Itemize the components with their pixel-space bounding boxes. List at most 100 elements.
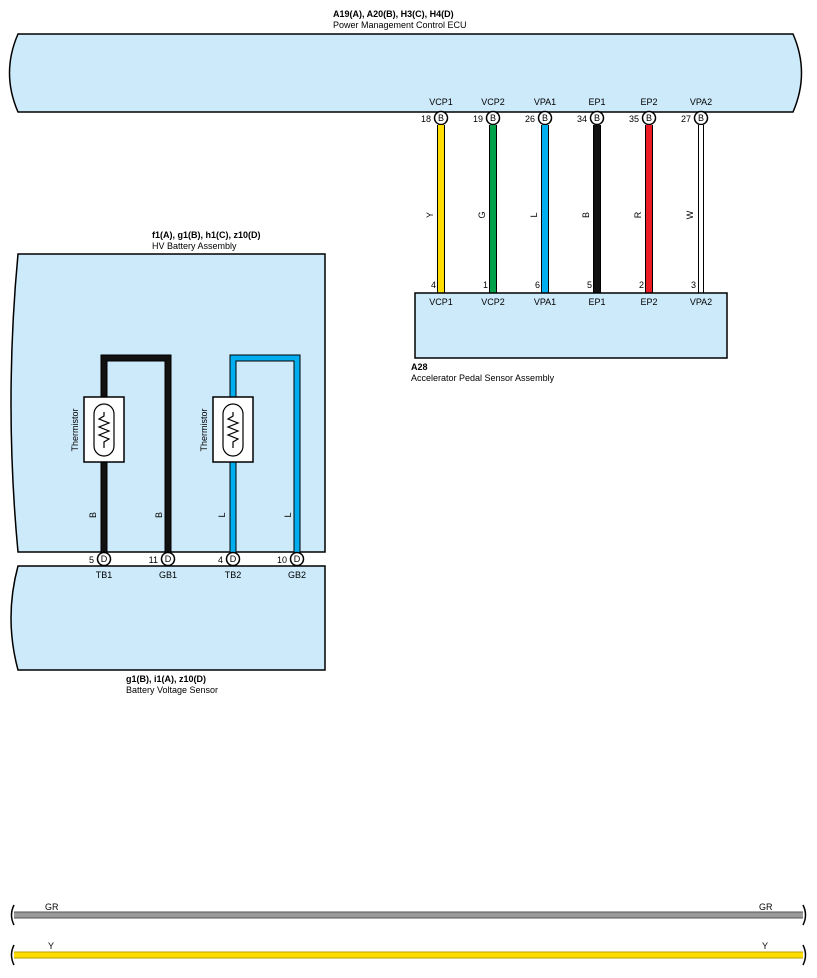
ecu-pin-circle	[641, 110, 657, 126]
wire-color-code: R	[633, 211, 643, 218]
bottom-wire-gr[interactable]: GR GR	[10, 902, 807, 926]
pedal-wires: Y G L B R W	[425, 125, 704, 293]
ecu-pin-2[interactable]: VPA1 26 B	[525, 97, 556, 126]
ecu-pin-number: 27	[681, 114, 691, 124]
pedal-sensor-name: Accelerator Pedal Sensor Assembly	[411, 373, 555, 383]
vs-pin-circle	[96, 551, 112, 567]
pedal-pin-number: 3	[691, 280, 696, 290]
pedal-pin-2[interactable]: 6 VPA1	[534, 280, 556, 307]
vs-pin-name: TB2	[225, 570, 242, 580]
wire-color-code: L	[217, 512, 227, 517]
pedal-sensor-box	[414, 292, 728, 359]
bottom-wire-y[interactable]: Y Y	[10, 941, 807, 966]
pedal-pin-3[interactable]: 5 EP1	[587, 280, 606, 307]
ecu-pin-number: 34	[577, 114, 587, 124]
wire-color-code: G	[477, 211, 487, 218]
ecu-pin-connector: B	[542, 113, 548, 123]
wire-color-code: W	[685, 210, 695, 219]
vs-pin-circle	[289, 551, 305, 567]
wire-ep1[interactable]: B	[581, 125, 601, 293]
pedal-pin-0[interactable]: 4 VCP1	[429, 280, 453, 307]
vs-pin-name: TB1	[96, 570, 113, 580]
ecu-pin-connector: B	[698, 113, 704, 123]
wire-break-right-icon	[802, 904, 807, 926]
pedal-pin-number: 1	[483, 280, 488, 290]
vs-pin-connector: D	[294, 554, 301, 564]
wire-color-code-left: Y	[48, 941, 54, 951]
pedal-pin-name: EP1	[588, 297, 605, 307]
pedal-pin-name: VCP1	[429, 297, 453, 307]
ecu-pin-0[interactable]: VCP1 18 B	[421, 97, 453, 126]
ecu-box	[8, 33, 803, 113]
ecu-pin-name: VPA2	[690, 97, 712, 107]
voltage-sensor-pin-3[interactable]: 10 D GB2	[277, 551, 306, 581]
ecu-pin-connector: B	[490, 113, 496, 123]
wire-color-code: B	[88, 512, 98, 518]
thermistor-2[interactable]: Thermistor	[199, 396, 254, 463]
ecu-pin-4[interactable]: EP2 35 B	[629, 97, 658, 126]
ecu-code: A19(A), A20(B), H3(C), H4(D)	[333, 9, 454, 19]
ecu-pin-3[interactable]: EP1 34 B	[577, 97, 606, 126]
voltage-sensor-pin-0[interactable]: 5 D TB1	[89, 551, 113, 581]
pedal-pin-name: VPA1	[534, 297, 556, 307]
voltage-sensor-box	[10, 565, 326, 671]
ecu-pin-connector: B	[646, 113, 652, 123]
ecu-pin-circle	[693, 110, 709, 126]
ecu-pin-1[interactable]: VCP2 19 B	[473, 97, 505, 126]
voltage-sensor-pin-1[interactable]: 11 D GB1	[149, 551, 177, 581]
ecu-pin-name: VCP2	[481, 97, 505, 107]
voltage-sensor-pin-2[interactable]: 4 D TB2	[218, 551, 242, 581]
hv-battery-name: HV Battery Assembly	[152, 241, 237, 251]
wire-color-code: L	[529, 212, 539, 217]
wire-vcp1[interactable]: Y	[425, 125, 445, 293]
vs-pin-circle	[160, 551, 176, 567]
vs-pin-name: GB1	[159, 570, 177, 580]
voltage-sensor-code: g1(B), i1(A), z10(D)	[126, 674, 206, 684]
wire-color-code: L	[283, 512, 293, 517]
pedal-pin-number: 6	[535, 280, 540, 290]
voltage-sensor-component: 5 D TB1 11 D GB1 4 D TB2 10 D GB2 g1(B),…	[10, 551, 326, 695]
thermistor-label: Thermistor	[199, 408, 209, 451]
resistor-zigzag-icon	[226, 412, 240, 448]
ecu-pin-circle	[485, 110, 501, 126]
pedal-pin-5[interactable]: 3 VPA2	[690, 280, 712, 307]
ecu-pin-name: VPA1	[534, 97, 556, 107]
vs-pin-connector: D	[230, 554, 237, 564]
pedal-pin-name: VPA2	[690, 297, 712, 307]
ecu-pin-circle	[433, 110, 449, 126]
vs-pin-connector: D	[101, 554, 108, 564]
wire-color-code: Y	[425, 212, 435, 218]
ecu-pin-name: EP2	[640, 97, 657, 107]
thermistor-element	[222, 403, 244, 457]
ecu-name: Power Management Control ECU	[333, 20, 467, 30]
wire-color-code: B	[154, 512, 164, 518]
hv-battery-code: f1(A), g1(B), h1(C), z10(D)	[152, 230, 261, 240]
vs-pin-connector: D	[165, 554, 172, 564]
wire-vpa1[interactable]: L	[529, 125, 549, 293]
wire-color-code: B	[581, 212, 591, 218]
hv-battery-component: f1(A), g1(B), h1(C), z10(D) HV Battery A…	[10, 230, 326, 553]
pedal-pin-4[interactable]: 2 EP2	[639, 280, 658, 307]
resistor-zigzag-icon	[97, 412, 111, 448]
ecu-pin-circle	[589, 110, 605, 126]
pedal-pin-1[interactable]: 1 VCP2	[481, 280, 505, 307]
vs-pin-circle	[225, 551, 241, 567]
vs-pin-number: 5	[89, 555, 94, 565]
vs-pin-name: GB2	[288, 570, 306, 580]
ecu-pin-circle	[537, 110, 553, 126]
thermistor-element	[93, 403, 115, 457]
ecu-pin-connector: B	[594, 113, 600, 123]
wire-ep2[interactable]: R	[633, 125, 653, 293]
wire-break-left-icon	[10, 944, 15, 966]
ecu-component: A19(A), A20(B), H3(C), H4(D) Power Manag…	[8, 9, 803, 126]
pedal-sensor-code: A28	[411, 362, 428, 372]
wire-vcp2[interactable]: G	[477, 125, 497, 293]
ecu-pin-name: VCP1	[429, 97, 453, 107]
ecu-pin-5[interactable]: VPA2 27 B	[681, 97, 712, 126]
wire-color-code-right: GR	[759, 902, 773, 912]
pedal-pin-number: 5	[587, 280, 592, 290]
wire-vpa2[interactable]: W	[685, 125, 704, 293]
ecu-pin-connector: B	[438, 113, 444, 123]
thermistor-1[interactable]: Thermistor	[70, 396, 125, 463]
